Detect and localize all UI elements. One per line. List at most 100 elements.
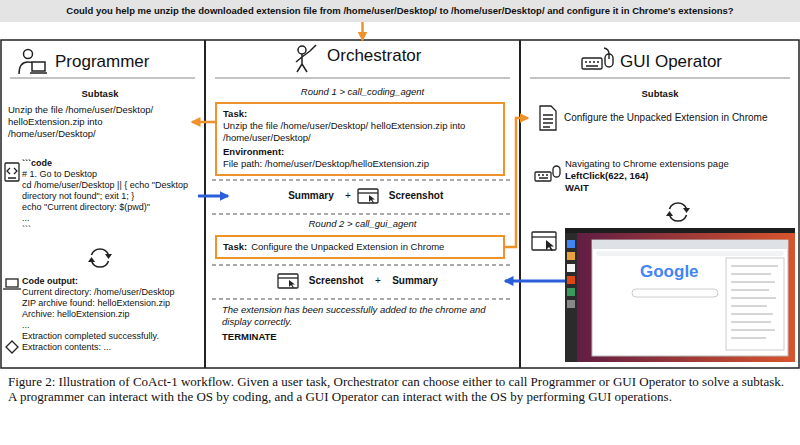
round-divider bbox=[212, 214, 512, 215]
task-prompt-bar: Could you help me unzip the downloaded e… bbox=[0, 0, 800, 22]
screenshot-icon bbox=[532, 232, 556, 250]
gui-operator-icon bbox=[585, 62, 599, 66]
document-icon bbox=[540, 106, 556, 130]
agent-column: ProgrammerSubtaskUnzip the file /home/us… bbox=[0, 40, 205, 368]
message-row: Screenshot+Summary bbox=[215, 269, 505, 293]
subtask-text: Unzip the file /home/user/Desktop/ hello… bbox=[8, 104, 192, 140]
column-heading: Programmer bbox=[55, 52, 149, 72]
input-device-icon bbox=[535, 166, 560, 181]
screenshot-icon bbox=[289, 280, 295, 288]
document-icon bbox=[540, 106, 556, 130]
code-line: echo "Current directory: $(pwd)" bbox=[22, 202, 196, 213]
desktop-screenshot: Google bbox=[565, 228, 795, 362]
action-text: WAIT bbox=[565, 182, 790, 194]
task-text: Environment: bbox=[223, 146, 497, 158]
subtask-box: SubtaskConfigure the Unpacked Extension … bbox=[528, 88, 792, 124]
final-message: The extension has been successfully adde… bbox=[222, 304, 507, 343]
input-device-icon bbox=[535, 172, 551, 181]
task-text: File path: /home/user/Desktop/helloExten… bbox=[223, 158, 497, 170]
desktop-screenshot-image bbox=[565, 228, 795, 362]
task-text: Task: bbox=[223, 108, 497, 120]
header-rule bbox=[215, 78, 510, 79]
terminal-icon bbox=[3, 288, 21, 289]
message-text: Screenshot bbox=[381, 190, 451, 202]
input-device-icon bbox=[538, 175, 548, 178]
desktop-screenshot-image bbox=[592, 240, 788, 249]
loop-icon bbox=[88, 257, 95, 262]
desktop-screenshot-image bbox=[565, 233, 577, 362]
column-text: Round 1 > call_coding_agent bbox=[205, 86, 520, 98]
code-line: ``` bbox=[22, 224, 196, 235]
orchestrator-icon bbox=[296, 45, 316, 72]
task-text: Unzip the file /home/user/Desktop/ hello… bbox=[223, 120, 497, 144]
panel-frame bbox=[204, 40, 206, 368]
agent-column: GUI OperatorSubtaskConfigure the Unpacke… bbox=[520, 40, 800, 368]
programmer-icon bbox=[30, 72, 47, 74]
figure-caption: Figure 2: Illustration of CoAct-1 workfl… bbox=[8, 374, 792, 404]
code-output: Code output:Current directory: /home/use… bbox=[22, 276, 202, 353]
final-text: TERMINATE bbox=[222, 331, 507, 343]
output-line: Archive: helloExtension.zip bbox=[22, 309, 200, 320]
code-line: ... bbox=[22, 213, 196, 224]
loop-icon bbox=[683, 208, 690, 213]
loop-icon bbox=[666, 211, 673, 216]
column-text: Orchestrator bbox=[327, 46, 421, 66]
message-text: Summary bbox=[385, 275, 445, 287]
subtask-text: Subtask bbox=[8, 88, 192, 100]
task-box: Task:Configure the Unpacked Extension in… bbox=[215, 235, 505, 259]
output-line: Extraction completed successfully. bbox=[22, 331, 200, 342]
message-text: + bbox=[371, 275, 385, 287]
input-device-icon bbox=[553, 166, 560, 177]
code-icon bbox=[5, 163, 19, 181]
loop-icon bbox=[105, 254, 112, 259]
round-divider bbox=[212, 180, 512, 299]
header-rule bbox=[530, 78, 790, 79]
code-icon bbox=[7, 168, 17, 178]
screenshot-icon bbox=[546, 240, 554, 251]
desktop-screenshot-image bbox=[731, 266, 778, 338]
panel-frame bbox=[1, 40, 799, 368]
document-icon bbox=[543, 115, 553, 127]
message-text: Summary bbox=[281, 190, 341, 202]
programmer-icon bbox=[32, 62, 45, 71]
header-rule bbox=[10, 78, 195, 79]
subtask-text: Subtask bbox=[528, 88, 792, 100]
screenshot-icon bbox=[278, 274, 298, 288]
desktop-screenshot-image bbox=[567, 276, 575, 284]
desktop-screenshot-image bbox=[567, 300, 575, 308]
orchestrator-icon bbox=[296, 45, 316, 72]
panel-frame bbox=[1, 40, 799, 368]
column-heading: GUI Operator bbox=[620, 52, 722, 72]
round-divider bbox=[212, 299, 512, 300]
logo-text: Google bbox=[640, 262, 699, 282]
code-line: cd /home/user/Desktop || { echo "Desktop… bbox=[22, 180, 196, 202]
output-line: Extraction contents: ... bbox=[22, 342, 200, 353]
code-icon bbox=[5, 163, 19, 181]
output-line: Code output: bbox=[22, 276, 200, 287]
final-text: The extension has been successfully adde… bbox=[222, 304, 507, 328]
message-row: Summary+ Screenshot bbox=[228, 184, 505, 208]
prompt-text: Could you help me unzip the downloaded e… bbox=[4, 5, 796, 17]
agent-column: OrchestratorRound 1 > call_coding_agentR… bbox=[205, 40, 520, 368]
desktop-screenshot-image bbox=[565, 228, 795, 233]
desktop-screenshot-image bbox=[632, 289, 718, 297]
message-text: + bbox=[341, 190, 355, 202]
code-line: ```code bbox=[22, 158, 196, 169]
screenshot-icon bbox=[532, 236, 556, 237]
output-line: ... bbox=[22, 320, 200, 331]
desktop-screenshot-image bbox=[565, 228, 795, 362]
action-text: Navigating to Chrome extensions page bbox=[565, 158, 790, 170]
flow-arrow bbox=[361, 22, 364, 40]
terminal-icon bbox=[6, 341, 18, 353]
screenshot-icon bbox=[358, 189, 378, 203]
screenshot-icon bbox=[278, 277, 298, 278]
task-text: Configure the Unpacked Extension in Chro… bbox=[251, 241, 444, 252]
task-box: Task:Unzip the file /home/user/Desktop/ … bbox=[215, 102, 505, 176]
subtask-box: SubtaskUnzip the file /home/user/Desktop… bbox=[8, 88, 192, 140]
desktop-screenshot-image bbox=[726, 258, 784, 350]
desktop-screenshot-image bbox=[567, 288, 575, 296]
programmer-icon bbox=[19, 50, 47, 75]
terminal-icon bbox=[3, 279, 21, 353]
orchestrator-icon bbox=[298, 46, 306, 54]
output-line: Current directory: /home/user/Desktop bbox=[22, 287, 200, 298]
